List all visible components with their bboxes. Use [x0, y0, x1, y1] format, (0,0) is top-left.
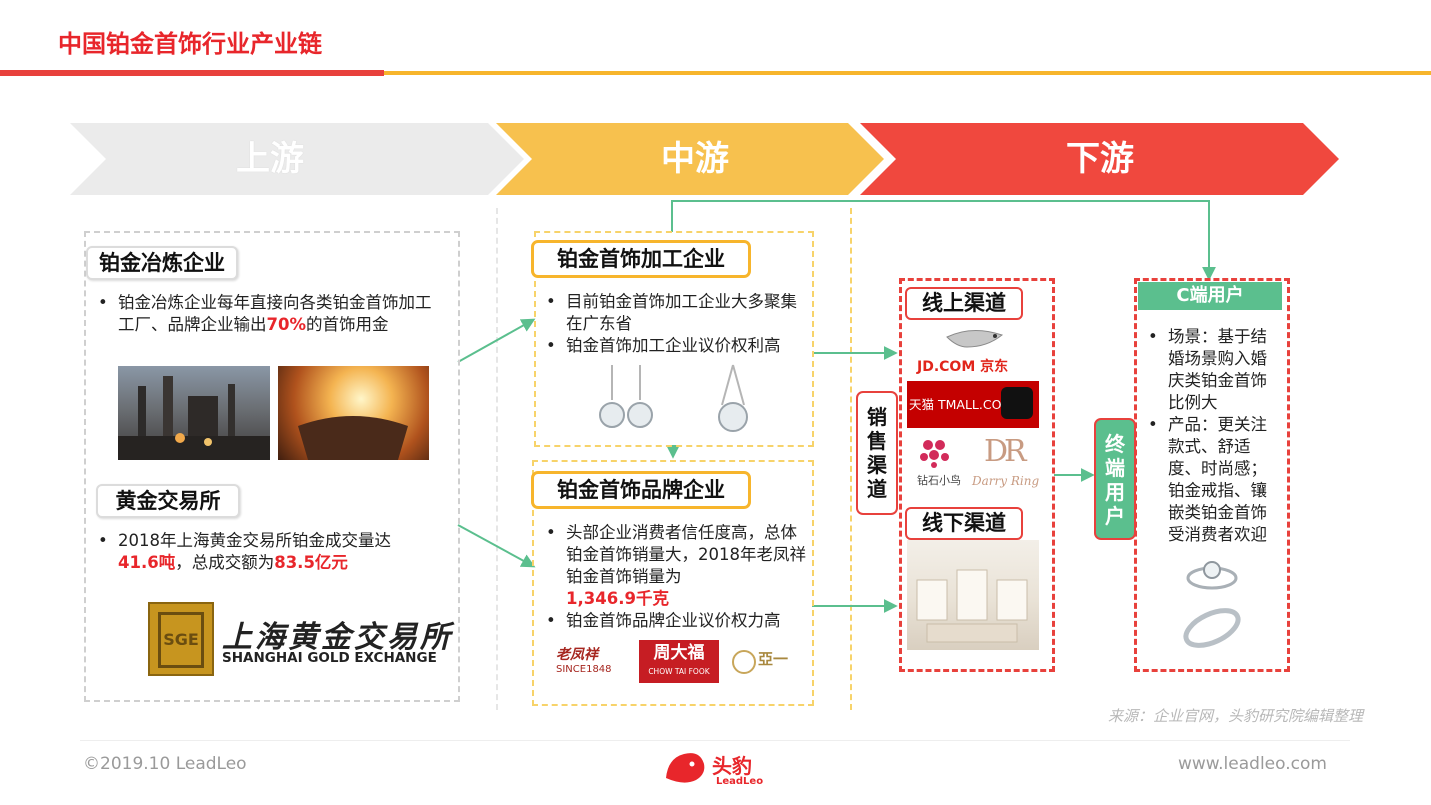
stage-upstream-label: 上游 [236, 139, 304, 179]
arrow-exchange-to-brand [457, 524, 536, 568]
smelting-bullets: 铂金冶炼企业每年直接向各类铂金首饰加工工厂、品牌企业输出70%的首饰用金 [96, 292, 446, 336]
rings-photo [1183, 561, 1241, 648]
processing-panel [534, 231, 814, 447]
consumer-bullet-2: 产品：更关注款式、舒适度、时尚感；铂金戒指、镶嵌类铂金首饰受消费者欢迎 [1146, 414, 1280, 546]
chevron-downstream [860, 123, 1339, 195]
zbxn-logo-text: 钻石小鸟 [917, 474, 961, 487]
ctf-logo: 周大福 CHOW TAI FOOK [639, 640, 719, 683]
jd-logo: JD.COM 京东 [917, 325, 1027, 375]
header-bar-red [0, 70, 384, 76]
midstream-column [496, 208, 852, 710]
brand-bullets: 头部企业消费者信任度高，总体铂金首饰销量大，2018年老凤祥铂金首饰销量为1,3… [544, 522, 806, 632]
tmall-cat-icon [1001, 387, 1033, 419]
exchange-tag: 黄金交易所 [96, 484, 240, 518]
tmall-logo: 天猫 TMALL.COM [907, 381, 1039, 428]
sales-channel-label: 销售渠道 [867, 405, 887, 501]
end-user-label: 终端用户 [1105, 432, 1125, 528]
brand-logo-en: LeadLeo [716, 776, 764, 787]
dr-logo-mark: DR [984, 434, 1027, 469]
brand-bullet-2: 铂金首饰品牌企业议价权力高 [544, 610, 806, 632]
smelting-bullet: 铂金冶炼企业每年直接向各类铂金首饰加工工厂、品牌企业输出70%的首饰用金 [96, 292, 446, 336]
offline-store-photo [907, 540, 1039, 650]
ya-logo: 亞一 [758, 650, 789, 668]
footer-divider [80, 740, 1350, 741]
upstream-panel [84, 231, 460, 702]
processing-bullet-1: 目前铂金首饰加工企业大多聚集在广东省 [544, 291, 806, 335]
header-bar-yellow [384, 71, 1431, 75]
website-url: www.leadleo.com [1178, 754, 1327, 774]
chevron-upstream [70, 123, 524, 195]
end-user-box: 终端用户 [1094, 418, 1136, 540]
stage-midstream-label: 中游 [661, 139, 729, 179]
zbxn-logo-icon [920, 440, 949, 468]
page-title: 中国铂金首饰行业产业链 [58, 30, 322, 58]
arrow-processing-to-consumer [671, 200, 1216, 281]
stage-downstream-label: 下游 [1066, 139, 1134, 179]
molten-metal-photo [278, 366, 429, 460]
processing-bullets: 目前铂金首饰加工企业大多聚集在广东省 铂金首饰加工企业议价权利高 [544, 291, 806, 357]
offline-channel-tag: 线下渠道 [905, 507, 1023, 540]
sge-logo-mark: SGE [148, 602, 214, 676]
smelting-tag: 铂金冶炼企业 [86, 246, 238, 280]
processing-bullet-2: 铂金首饰加工企业议价权利高 [544, 335, 806, 357]
sge-logo-en: SHANGHAI GOLD EXCHANGE [222, 650, 437, 666]
consumer-bullet-1: 场景：基于结婚场景购入婚庆类铂金首饰比例大 [1146, 326, 1280, 414]
brand-panel [532, 460, 814, 706]
channel-panel [899, 278, 1055, 672]
sales-channel-box: 销售渠道 [856, 391, 898, 515]
sge-logo-cn: 上海黄金交易所 [222, 620, 453, 655]
arrow-smelting-to-processing [457, 318, 536, 363]
copyright: ©2019.10 LeadLeo [83, 754, 247, 774]
processing-tag: 铂金首饰加工企业 [531, 240, 751, 278]
stage-chevrons [70, 123, 1339, 195]
source-note: 来源：企业官网，头豹研究院编辑整理 [1108, 707, 1364, 725]
lfx-logo: 老凤祥 SINCE1848 [556, 647, 612, 675]
ya-logo-icon [732, 650, 756, 674]
online-channel-tag: 线上渠道 [905, 287, 1023, 320]
smelting-plant-photo [118, 366, 270, 460]
consumer-panel [1134, 278, 1290, 672]
consumer-tag: C端用户 [1138, 282, 1282, 310]
leopard-logo-icon [666, 753, 705, 783]
brand-tag: 铂金首饰品牌企业 [531, 471, 751, 509]
chevron-midstream [496, 123, 884, 195]
dr-logo-text: Darry Ring [972, 474, 1040, 488]
platinum-jewelry-photo [599, 364, 748, 432]
consumer-bullets: 场景：基于结婚场景购入婚庆类铂金首饰比例大 产品：更关注款式、舒适度、时尚感；铂… [1146, 326, 1280, 546]
brand-bullet-1: 头部企业消费者信任度高，总体铂金首饰销量大，2018年老凤祥铂金首饰销量为1,3… [544, 522, 806, 610]
brand-logo-cn: 头豹 [712, 754, 752, 778]
